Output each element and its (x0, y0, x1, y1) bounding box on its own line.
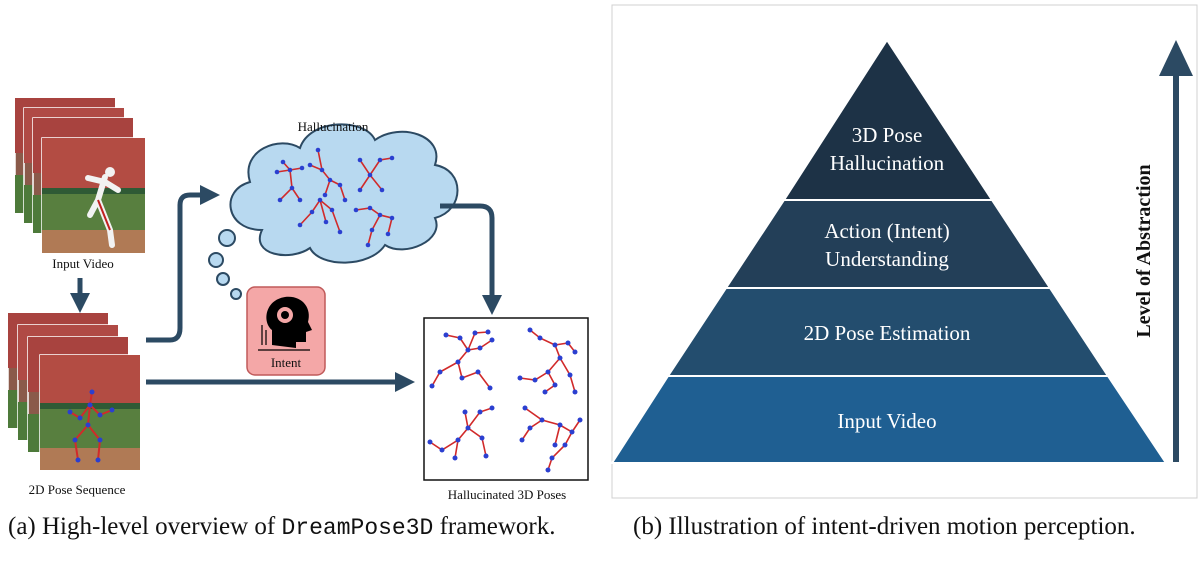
pyramid-label: Input Video (837, 409, 936, 433)
head-gear-icon (258, 296, 312, 351)
pose-to-cloud-arrow (146, 185, 220, 343)
panel-b-frame (611, 4, 1198, 499)
pyramid-label: Hallucination (830, 151, 945, 175)
caption-a-code: DreamPose3D (281, 515, 434, 541)
intent-box (246, 286, 326, 376)
cloud-to-poses-arrow (440, 203, 502, 315)
pose-frame-front (39, 354, 141, 471)
cloud-skeletons (274, 147, 395, 248)
thought-bubbles (208, 229, 242, 300)
caption-a-suffix: framework. (433, 513, 556, 540)
pyramid-level-hallucination (782, 38, 994, 201)
axis-arrowhead (1159, 40, 1193, 76)
pyramid-label: Understanding (825, 247, 949, 271)
hallucination-label: Hallucination (298, 119, 369, 134)
pitcher-figure (85, 167, 121, 248)
pyramid-label: Action (Intent) (824, 219, 949, 243)
caption-a-prefix: (a) High-level overview of (8, 513, 282, 540)
pose-sequence-stack (7, 312, 141, 471)
caption-b: (b) Illustration of intent-driven motion… (633, 513, 1136, 540)
overlay-skeleton (67, 389, 115, 463)
abstraction-pyramid (610, 38, 1168, 464)
input-video-label: Input Video (52, 256, 113, 271)
pose-sequence-label: 2D Pose Sequence (29, 482, 126, 497)
intent-label: Intent (271, 355, 302, 370)
abstraction-axis (1159, 40, 1193, 462)
pyramid-label: 3D Pose (852, 123, 923, 147)
video-frame-front (41, 137, 146, 254)
pyramid-label: 2D Pose Estimation (804, 321, 971, 345)
pyramid-labels: 3D Pose Hallucination Action (Intent) Un… (804, 123, 971, 433)
axis-label: Level of Abstraction (1133, 164, 1155, 337)
thought-cloud (229, 123, 459, 264)
pyramid-level-input-video (610, 375, 1168, 464)
hallucinated-poses-label: Hallucinated 3D Poses (448, 487, 566, 502)
input-video-stack (14, 97, 146, 254)
pyramid-level-understanding (724, 199, 1052, 289)
caption-a: (a) High-level overview of DreamPose3D f… (8, 513, 556, 541)
hallucinated-poses-box (423, 317, 589, 481)
